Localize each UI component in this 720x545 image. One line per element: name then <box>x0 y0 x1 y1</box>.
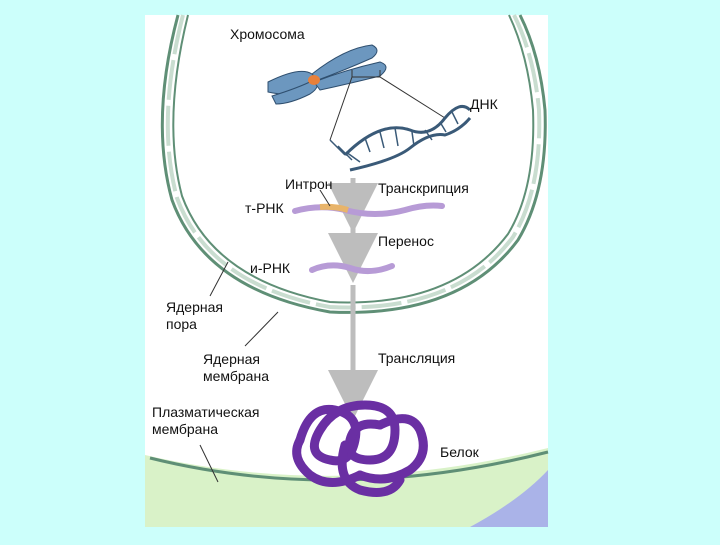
label-transport: Перенос <box>378 233 434 249</box>
label-t-rna: т-РНК <box>245 200 284 216</box>
label-intron: Интрон <box>285 176 333 192</box>
label-plasma-membrane-line2: мембрана <box>152 421 218 437</box>
intron-segment <box>320 207 348 210</box>
label-nuclear-pore-line1: Ядерная <box>166 299 223 315</box>
label-chromosome: Хромосома <box>230 26 305 42</box>
label-translation: Трансляция <box>378 350 455 366</box>
label-transcription: Транскрипция <box>378 180 469 196</box>
label-nuclear-membrane-line2: мембрана <box>203 368 269 384</box>
label-protein: Белок <box>440 444 479 460</box>
label-plasma-membrane-line1: Плазматическая <box>152 404 260 420</box>
label-m-rna: и-РНК <box>250 260 290 276</box>
label-dna: ДНК <box>470 96 498 112</box>
label-nuclear-membrane-line1: Ядерная <box>203 351 260 367</box>
label-nuclear-pore-line2: пора <box>166 316 197 332</box>
